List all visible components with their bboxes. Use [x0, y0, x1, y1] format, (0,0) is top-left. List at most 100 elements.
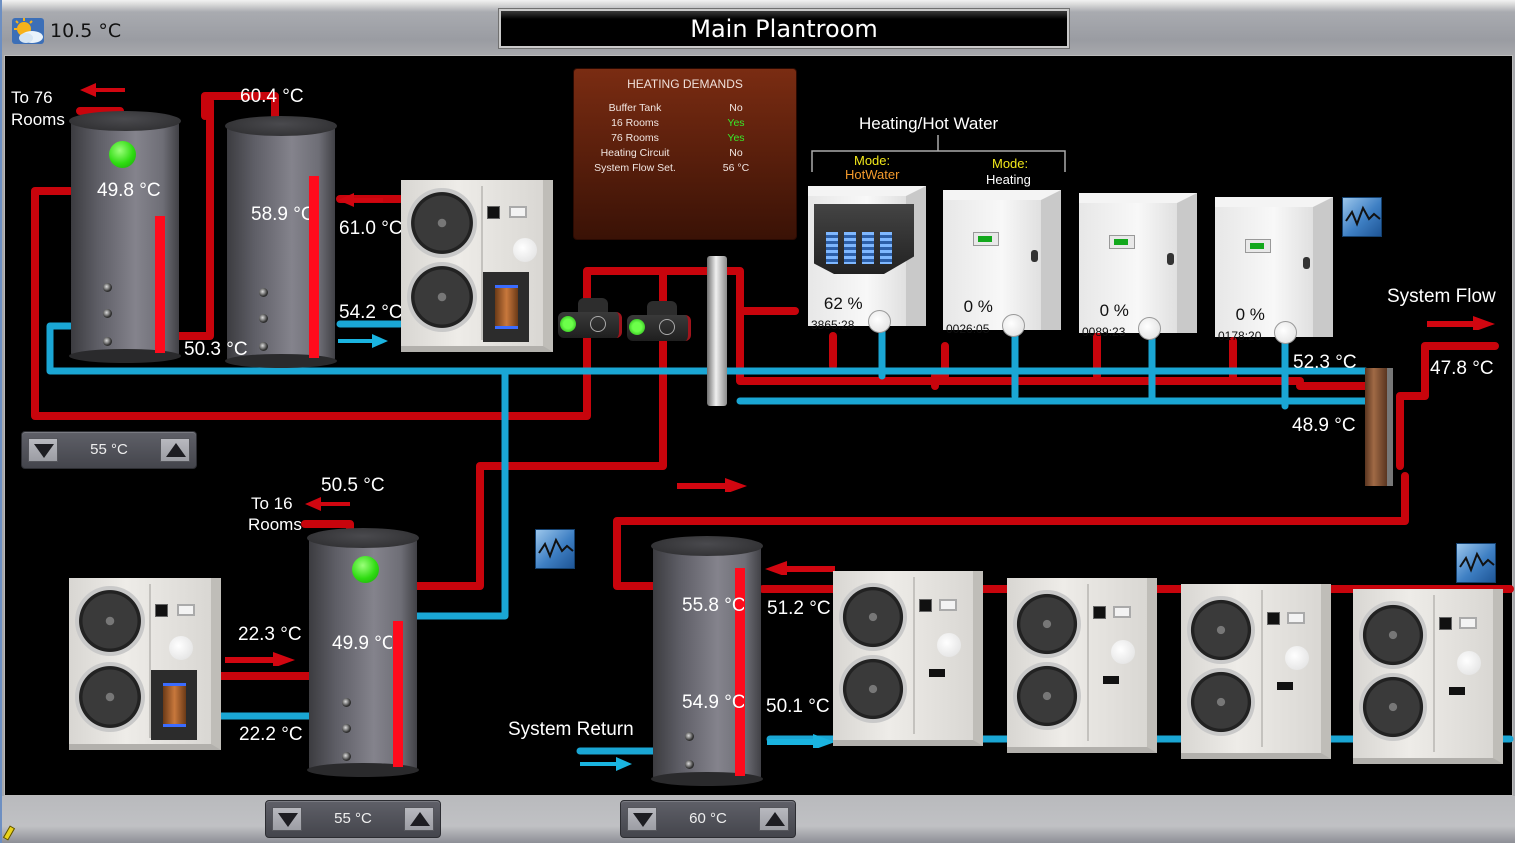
hp1-flow-temp: 61.0 °C: [339, 218, 401, 239]
setpoint-value: 55 °C: [334, 810, 372, 827]
boiler3-modulation: 0 %: [1099, 301, 1129, 320]
buffer-bottom-temp: 54.9 °C: [682, 692, 744, 713]
circulator-pump-1[interactable]: [558, 298, 622, 338]
boiler4-modulation: 0 %: [1235, 305, 1265, 324]
label-to-76-rooms-1: To 76: [11, 88, 53, 107]
flow-temp-16: 50.5 °C: [321, 475, 385, 496]
setpoint-value: 55 °C: [90, 441, 128, 458]
heat-pump-76-rooms[interactable]: [401, 180, 553, 352]
page-title-box: Main Plantroom: [499, 9, 1069, 48]
label-to-16-rooms-1: To 16: [251, 494, 293, 513]
boiler-3[interactable]: 0 % 0089:23: [1079, 193, 1197, 340]
tank-76a-temp: 49.8 °C: [97, 180, 161, 201]
setpoint-increase-button[interactable]: [404, 807, 434, 831]
heating-hot-water-title: Heating/Hot Water: [859, 114, 999, 133]
circulator-pump-2[interactable]: [627, 301, 691, 341]
triangle-down-icon: [633, 813, 653, 827]
hp1-return-temp: 54.2 °C: [339, 302, 401, 323]
setpoint-stepper-buffer: 60 °C: [620, 800, 796, 838]
hx-primary-flow-temp: 52.3 °C: [1293, 352, 1357, 373]
flow-arrow-right: [1427, 316, 1495, 330]
boiler1-mode: HotWater: [845, 167, 900, 182]
trend-button-hp-bank[interactable]: [1456, 543, 1496, 583]
trend-button-16-rooms[interactable]: [535, 529, 575, 569]
label-to-76-rooms-2: Rooms: [11, 110, 65, 129]
heat-pump-bank-2[interactable]: [1007, 578, 1157, 753]
heating-demands-title: HEATING DEMANDS: [627, 77, 743, 91]
setpoint-stepper-16-rooms: 55 °C: [265, 800, 441, 838]
flow-arrow-right: [767, 734, 835, 748]
system-flow-temp: 47.8 °C: [1430, 358, 1494, 379]
dhw-tank-16[interactable]: [307, 528, 419, 777]
system-return-label: System Return: [508, 719, 634, 740]
bottom-bar: 55 °C 60 °C: [2, 796, 1515, 843]
plate-heat-exchanger: [1365, 368, 1393, 486]
pipe-16-primary: [411, 267, 667, 590]
boiler2-modulation: 0 %: [963, 297, 993, 316]
boiler-2[interactable]: 0 % 0026:05: [943, 190, 1061, 337]
setpoint-increase-button[interactable]: [160, 438, 190, 462]
flow-temp-76: 60.4 °C: [240, 86, 304, 107]
setpoint-decrease-button[interactable]: [272, 807, 302, 831]
setpoint-decrease-button[interactable]: [627, 807, 657, 831]
triangle-down-icon: [278, 813, 298, 827]
triangle-up-icon: [765, 812, 785, 826]
setpoint-stepper-76-rooms: 55 °C: [21, 431, 197, 469]
flow-arrow-left: [80, 83, 125, 97]
setpoint-value: 60 °C: [689, 810, 727, 827]
boiler-group-bracket: [811, 135, 1066, 172]
boiler2-hours: 0026:05: [946, 322, 990, 336]
setpoint-decrease-button[interactable]: [28, 438, 58, 462]
plant-schematic: To 76 Rooms 49.8 °C 58.9 °C 60.4 °C 50.3…: [4, 55, 1514, 796]
setpoint-increase-button[interactable]: [759, 807, 789, 831]
trend-chart-icon: [1459, 551, 1495, 573]
heat-pump-bank-1[interactable]: [833, 571, 983, 746]
boiler-1[interactable]: 62 % 3865:28: [808, 186, 926, 333]
pipe-tank2-to-tank1: [201, 92, 279, 125]
tank-16-temp: 49.9 °C: [332, 633, 392, 654]
heat-pump-bank-4[interactable]: [1353, 589, 1503, 764]
hp-bank-return-temp: 50.1 °C: [766, 696, 830, 717]
tank-link-temp: 50.3 °C: [184, 339, 248, 360]
demand-row: System Flow Set.56 °C: [594, 162, 750, 174]
system-flow-label: System Flow: [1387, 286, 1496, 307]
flow-arrow-left: [765, 561, 835, 575]
triangle-up-icon: [410, 812, 430, 826]
boiler2-mode-label: Mode:: [992, 156, 1029, 171]
triangle-up-icon: [166, 443, 186, 457]
boiler1-mode-label: Mode:: [854, 153, 891, 168]
heat-pump-bank-3[interactable]: [1181, 584, 1331, 759]
boiler-4[interactable]: 0 % 0178:20: [1215, 197, 1333, 344]
boiler1-modulation: 62 %: [823, 294, 863, 313]
pipe-16-return: [406, 367, 509, 620]
dhw-tank-76-b[interactable]: [225, 116, 337, 368]
buffer-top-temp: 55.8 °C: [682, 595, 744, 616]
tank-level-bar: [309, 176, 319, 358]
dhw-tank-76-a[interactable]: [69, 111, 181, 363]
trend-button-boilers[interactable]: [1342, 197, 1382, 237]
heat-pump-16-rooms[interactable]: [69, 578, 221, 750]
tank-level-bar: [155, 216, 165, 353]
outdoor-weather: 10.5 °C: [12, 18, 121, 44]
hp-bank-flow-temp: 51.2 °C: [767, 598, 831, 619]
boiler4-hours: 0178:20: [1218, 329, 1262, 343]
trend-chart-icon: [538, 537, 574, 559]
hx-primary-return-temp: 48.9 °C: [1292, 415, 1356, 436]
pipe-buffer-loop: [613, 472, 1409, 590]
tank-level-bar: [393, 621, 403, 767]
buffer-tank[interactable]: [651, 536, 763, 786]
label-to-16-rooms-2: Rooms: [248, 515, 302, 534]
flow-arrow-right: [338, 334, 388, 348]
triangle-down-icon: [34, 444, 54, 458]
hp2-flow-temp: 22.3 °C: [238, 624, 302, 645]
partly-cloudy-icon: [12, 18, 44, 44]
tank-76b-temp: 58.9 °C: [251, 204, 309, 225]
flow-arrow-right: [677, 478, 747, 492]
flow-arrow-left: [338, 193, 383, 207]
